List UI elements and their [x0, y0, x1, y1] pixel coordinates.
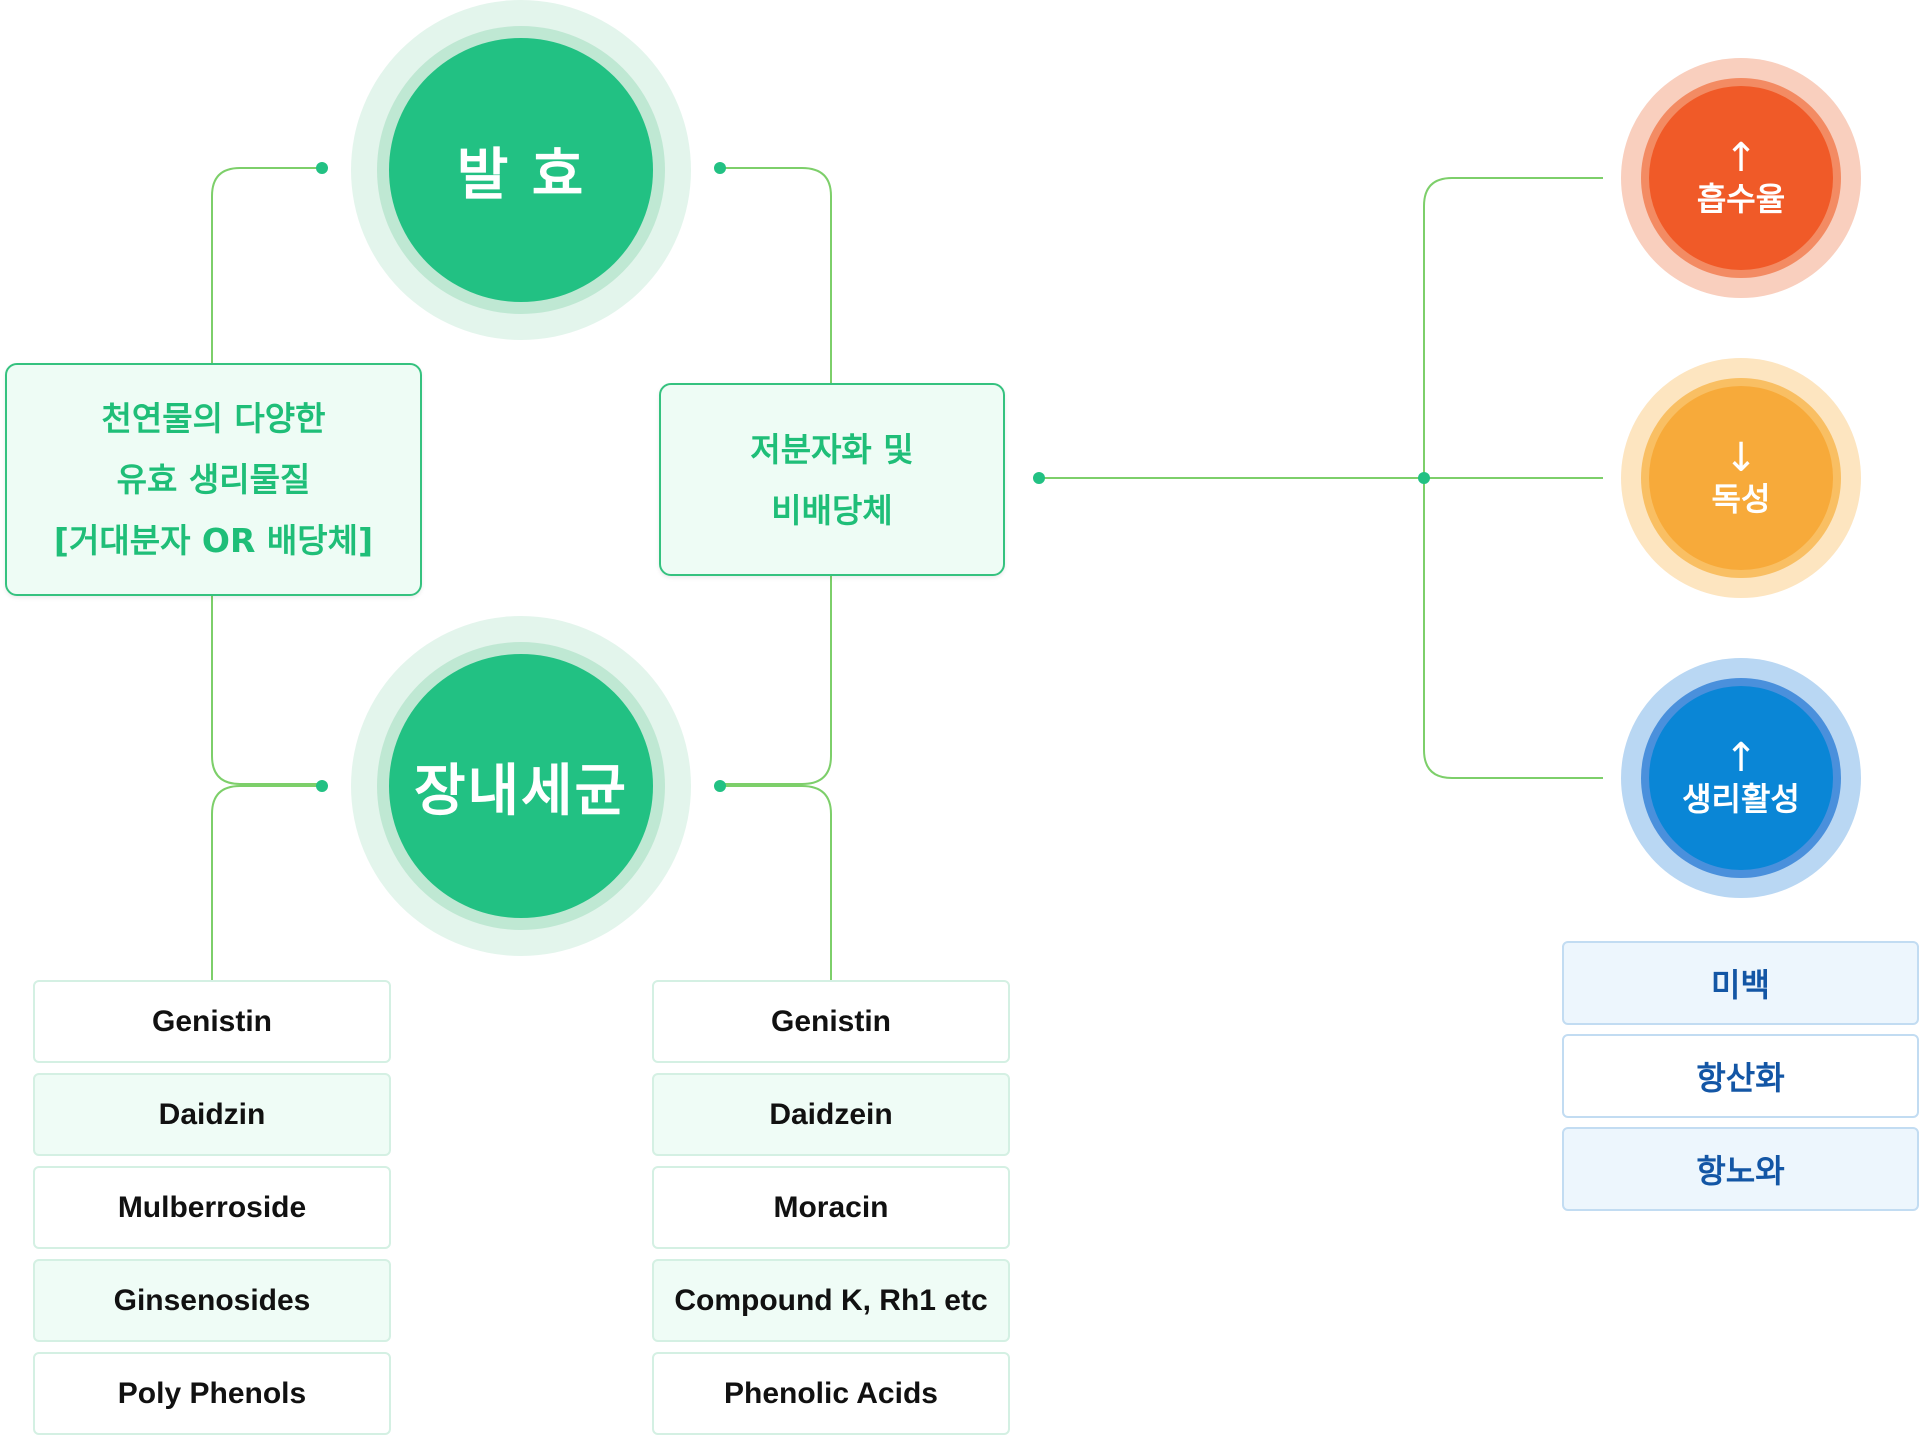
natural-substances-box: 천연물의 다양한 유효 생리물질 [거대분자 OR 배당체]	[5, 363, 422, 596]
arrow-up-icon: ↑	[1724, 735, 1758, 781]
gut-bacteria-label: 장내세균	[413, 758, 629, 824]
fermentation-label: 발 효	[456, 142, 586, 208]
fermentation-core: 발 효	[389, 38, 653, 302]
list-item: Genistin	[33, 980, 391, 1063]
toxicity-core: ↓ 독성	[1649, 386, 1833, 570]
bioactivity-effect: ↑ 생리활성	[1621, 658, 1861, 898]
list-item: Daidzin	[33, 1073, 391, 1156]
aglycone-box-line: 비배당체	[771, 490, 893, 530]
bioactivity-label: 생리활성	[1682, 780, 1800, 818]
list-item: Mulberroside	[33, 1166, 391, 1249]
list-item: Phenolic Acids	[652, 1352, 1010, 1435]
absorption-label: 흡수율	[1696, 180, 1786, 218]
glycoside-list: Genistin Daidzin Mulberroside Ginsenosid…	[33, 980, 391, 1445]
benefit-antiaging: 항노와	[1562, 1127, 1919, 1211]
absorption-effect: ↑ 흡수율	[1621, 58, 1861, 298]
list-item: Ginsenosides	[33, 1259, 391, 1342]
list-item: Poly Phenols	[33, 1352, 391, 1435]
list-item: Compound K, Rh1 etc	[652, 1259, 1010, 1342]
natural-box-line: 천연물의 다양한	[101, 399, 326, 438]
natural-box-line: 유효 생리물질	[116, 460, 311, 499]
gut-bacteria-core: 장내세균	[389, 654, 653, 918]
list-item: Genistin	[652, 980, 1010, 1063]
bioactivity-core: ↑ 생리활성	[1649, 686, 1833, 870]
fermentation-node: 발 효	[351, 0, 691, 340]
toxicity-effect: ↓ 독성	[1621, 358, 1861, 598]
benefit-list: 미백 항산화 항노와	[1562, 941, 1919, 1220]
aglycone-list: Genistin Daidzein Moracin Compound K, Rh…	[652, 980, 1010, 1445]
arrow-down-icon: ↓	[1724, 435, 1758, 481]
list-item: Moracin	[652, 1166, 1010, 1249]
aglycone-box-line: 저분자화 및	[750, 429, 914, 469]
absorption-core: ↑ 흡수율	[1649, 86, 1833, 270]
arrow-up-icon: ↑	[1724, 135, 1758, 181]
toxicity-label: 독성	[1711, 480, 1771, 518]
gut-bacteria-node: 장내세균	[351, 616, 691, 956]
benefit-whitening: 미백	[1562, 941, 1919, 1025]
list-item: Daidzein	[652, 1073, 1010, 1156]
benefit-antioxidant: 항산화	[1562, 1034, 1919, 1118]
aglycone-box: 저분자화 및 비배당체	[659, 383, 1005, 576]
natural-box-line: [거대분자 OR 배당체]	[53, 521, 374, 560]
